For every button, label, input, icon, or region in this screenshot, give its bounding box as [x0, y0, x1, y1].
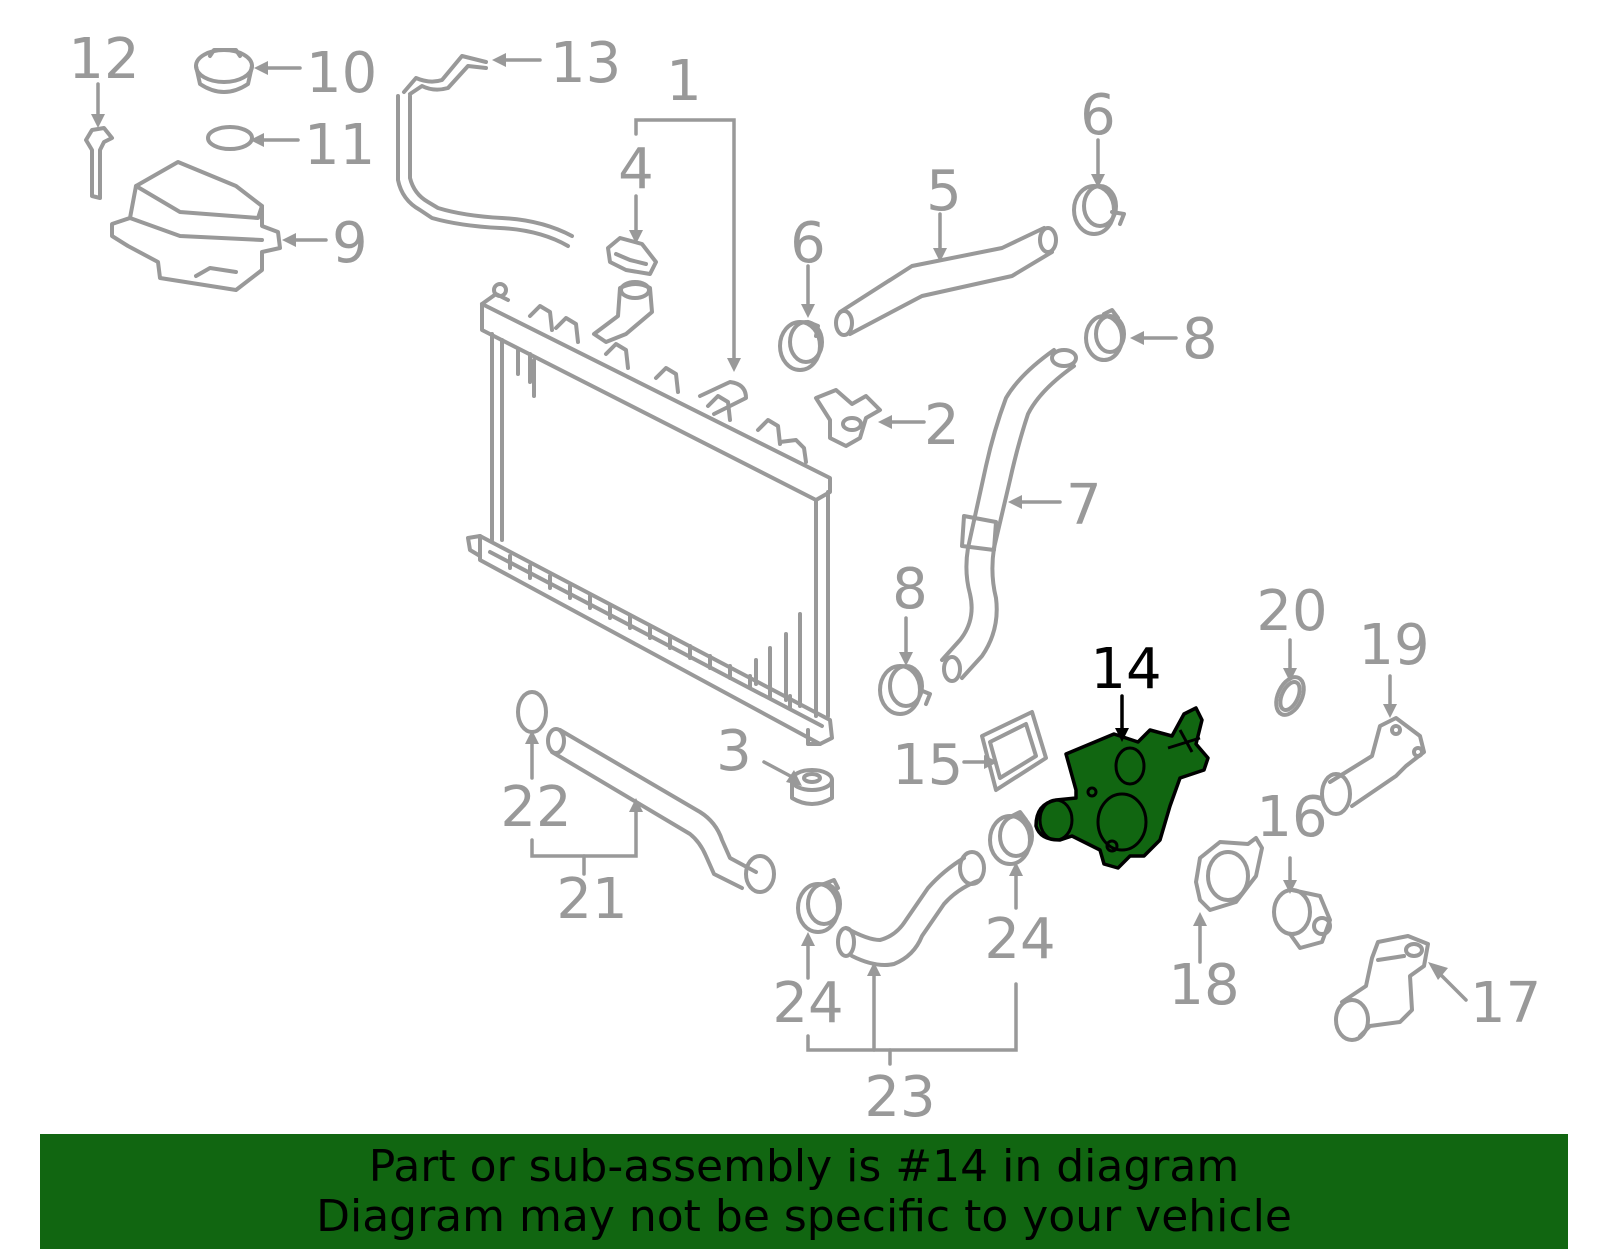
- callout-22: 22: [500, 775, 571, 840]
- part-14-water-outlet-highlighted: [1034, 706, 1210, 870]
- part-23-bypass-hose: [836, 850, 986, 967]
- callout-12: 12: [68, 27, 139, 92]
- part-5-upper-hose: [834, 226, 1058, 337]
- part-21-water-pipe: [546, 727, 776, 894]
- part-9-reservoir: [110, 160, 282, 292]
- callout-16: 16: [1256, 785, 1327, 850]
- callout-9: 9: [332, 211, 368, 276]
- callout-6-left: 6: [790, 211, 826, 276]
- callout-4: 4: [618, 137, 654, 202]
- part-8-clamp-top: [1084, 308, 1126, 362]
- callout-14: 14: [1090, 637, 1161, 702]
- callout-11: 11: [304, 113, 375, 178]
- radiator-lower-fins: [508, 554, 792, 710]
- part-24-clamp-left: [796, 878, 842, 934]
- part-7-lower-hose: [940, 348, 1078, 683]
- part-8-clamp-bottom: [878, 664, 932, 716]
- callout-23: 23: [864, 1065, 935, 1130]
- part-15-gasket: [980, 710, 1048, 792]
- part-18-gasket: [1194, 836, 1264, 912]
- callout-15: 15: [892, 733, 963, 798]
- callout-6-right: 6: [1080, 83, 1116, 148]
- callout-18: 18: [1168, 953, 1239, 1018]
- part-20-oring: [1274, 675, 1306, 717]
- part-12-bracket: [84, 126, 114, 200]
- part-3-plug: [790, 768, 834, 806]
- part-6-clamp-right: [1072, 184, 1126, 236]
- part-2-bracket: [814, 388, 882, 448]
- part-13-overflow-hose: [396, 54, 574, 248]
- part-1-radiator: [466, 280, 834, 746]
- callout-24-right: 24: [984, 907, 1055, 972]
- banner-line-part-number: Part or sub-assembly is #14 in diagram: [368, 1140, 1240, 1192]
- callout-8-top: 8: [1182, 307, 1218, 372]
- callout-10: 10: [306, 41, 377, 106]
- callout-8-bottom: 8: [892, 557, 928, 622]
- callout-2: 2: [924, 393, 960, 458]
- part-10-cap: [194, 48, 254, 94]
- callout-24-left: 24: [772, 971, 843, 1036]
- part-6-clamp-left: [778, 320, 824, 372]
- callout-21: 21: [556, 867, 627, 932]
- part-17-thermostat-housing: [1334, 934, 1430, 1042]
- callout-7: 7: [1066, 473, 1102, 538]
- info-banner: Part or sub-assembly is #14 in diagram D…: [40, 1134, 1568, 1249]
- callout-5: 5: [926, 159, 962, 224]
- part-4-radiator-cap: [606, 236, 658, 276]
- part-24-clamp-right: [988, 810, 1034, 866]
- callout-19: 19: [1358, 613, 1429, 678]
- part-11-oring: [206, 125, 254, 151]
- callout-labels: 12 10 11 9 13 1 4 6 5 6 8 2 7 8 14 15 20…: [68, 27, 1541, 1130]
- leader-lines: [91, 53, 1468, 1066]
- part-19-sensor: [1320, 716, 1426, 816]
- part-16-thermostat: [1272, 888, 1332, 950]
- callout-17: 17: [1470, 971, 1541, 1036]
- callout-20: 20: [1256, 579, 1327, 644]
- banner-line-disclaimer: Diagram may not be specific to your vehi…: [316, 1190, 1292, 1242]
- callout-3: 3: [716, 719, 752, 784]
- callout-1: 1: [666, 49, 702, 114]
- part-22-oring: [516, 690, 548, 734]
- callout-13: 13: [550, 31, 621, 96]
